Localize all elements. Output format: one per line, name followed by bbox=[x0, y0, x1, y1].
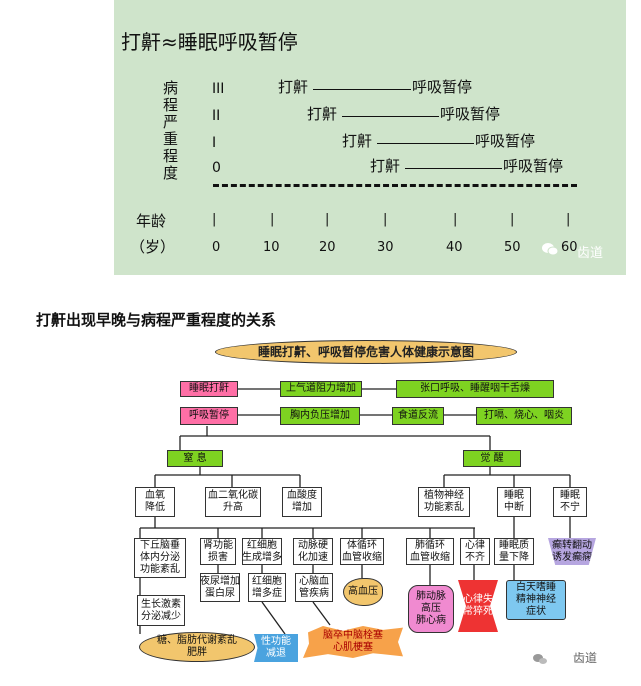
age-tick: 60 bbox=[561, 240, 578, 255]
box-acidity: 血酸度 增加 bbox=[282, 487, 322, 517]
age-tick: 50 bbox=[504, 240, 521, 255]
box-arrhythmia: 心律 不齐 bbox=[460, 538, 490, 565]
level-label: II bbox=[212, 108, 221, 124]
box-atherosclerosis: 动脉硬 化加速 bbox=[293, 538, 333, 565]
tick-mark: | bbox=[510, 212, 515, 227]
box-thoracic-pressure: 胸内负压增加 bbox=[280, 407, 360, 425]
box-sleep-quality: 睡眠质 量下降 bbox=[494, 538, 534, 565]
level-label: III bbox=[212, 81, 225, 97]
caption: 打鼾出现早晚与病程严重程度的关系 bbox=[36, 311, 277, 329]
age-tick: 0 bbox=[212, 240, 221, 255]
progress-line bbox=[313, 89, 411, 90]
box-arousal: 觉 醒 bbox=[463, 450, 521, 467]
snore-label: 打鼾 bbox=[307, 105, 338, 123]
watermark: 齿道 bbox=[573, 651, 598, 665]
tick-mark: | bbox=[212, 212, 217, 227]
axis-line bbox=[213, 184, 577, 187]
box-snoring: 睡眠打鼾 bbox=[180, 381, 238, 397]
box-sleep-interrupt: 睡眠 中断 bbox=[497, 487, 531, 517]
box-nocturia: 夜尿增加 蛋白尿 bbox=[200, 573, 240, 602]
progress-line bbox=[377, 143, 474, 144]
box-asphyxia: 窒 息 bbox=[167, 450, 223, 467]
box-reflux: 食道反流 bbox=[392, 407, 444, 425]
snore-label: 打鼾 bbox=[342, 132, 373, 150]
box-cardio: 心脑血 管疾病 bbox=[295, 573, 333, 602]
tick-mark: | bbox=[325, 212, 330, 227]
box-oxygen: 血氧 降低 bbox=[135, 487, 175, 517]
tick-mark: | bbox=[453, 212, 458, 227]
age-tick: 20 bbox=[319, 240, 336, 255]
watermark: 齿道 bbox=[577, 246, 604, 261]
box-mouth-breathing: 张口呼吸、睡醒咽干舌燥 bbox=[396, 380, 554, 398]
y-char: 程 bbox=[163, 147, 179, 165]
box-metabolism: 糖、脂肪代谢紊乱 肥胖 bbox=[139, 632, 255, 662]
age-tick: 30 bbox=[377, 240, 394, 255]
y-char: 病 bbox=[163, 79, 179, 97]
level-label: I bbox=[212, 135, 217, 151]
apnea-label: 呼吸暂停 bbox=[412, 78, 473, 96]
apnea-label: 呼吸暂停 bbox=[475, 132, 536, 150]
tick-mark: | bbox=[566, 212, 571, 227]
box-endocrine: 下丘脑垂 体内分泌 功能紊乱 bbox=[134, 538, 186, 578]
box-stroke: 脑卒中脑栓塞 心肌梗塞 bbox=[303, 626, 403, 658]
box-kidney: 肾功能 损害 bbox=[200, 538, 236, 565]
box-pulmonary-hypertension: 肺动脉 高压 肺心病 bbox=[408, 585, 454, 633]
box-epilepsy: 癫转翻动 诱发癫痫 bbox=[548, 538, 596, 565]
box-sexual-function: 性功能 减退 bbox=[254, 634, 298, 662]
tick-mark: | bbox=[383, 212, 388, 227]
box-growth-hormone: 生长激素 分泌减少 bbox=[137, 595, 185, 626]
y-char: 度 bbox=[163, 164, 179, 182]
snore-label: 打鼾 bbox=[278, 78, 309, 96]
snore-label: 打鼾 bbox=[370, 157, 401, 175]
age-unit: （岁） bbox=[130, 238, 176, 256]
y-axis-label: 病 程 严 重 程 度 bbox=[163, 80, 183, 182]
tick-mark: | bbox=[270, 212, 275, 227]
panel-title: 打鼾≈睡眠呼吸暂停 bbox=[121, 30, 298, 54]
box-airway-resistance: 上气道阻力增加 bbox=[280, 381, 362, 397]
progress-line bbox=[405, 168, 502, 169]
y-char: 重 bbox=[163, 130, 179, 148]
box-rbc: 红细胞 生成增多 bbox=[242, 538, 282, 565]
age-label: 年龄 bbox=[136, 212, 167, 230]
apnea-label: 呼吸暂停 bbox=[503, 157, 564, 175]
box-polycythemia: 红细胞 增多症 bbox=[248, 573, 286, 602]
progress-line bbox=[342, 116, 439, 117]
diagram-title: 睡眠打鼾、呼吸暂停危害人体健康示意图 bbox=[215, 340, 517, 364]
age-tick: 10 bbox=[263, 240, 280, 255]
apnea-label: 呼吸暂停 bbox=[440, 105, 501, 123]
box-co2: 血二氧化碳 升高 bbox=[205, 487, 261, 517]
box-pulmonary-vaso: 肺循环 血管收缩 bbox=[406, 538, 454, 565]
box-restless: 睡眠 不宁 bbox=[553, 487, 587, 517]
y-char: 严 bbox=[163, 113, 179, 131]
age-tick: 40 bbox=[446, 240, 463, 255]
chart-panel bbox=[114, 0, 626, 275]
wechat-icon bbox=[533, 650, 547, 664]
y-char: 程 bbox=[163, 96, 179, 114]
box-apnea: 呼吸暂停 bbox=[180, 407, 238, 425]
box-hiccup: 打嗝、烧心、咽炎 bbox=[476, 407, 572, 425]
box-systemic-vaso: 体循环 血管收缩 bbox=[340, 538, 384, 565]
box-autonomic: 植物神经 功能紊乱 bbox=[418, 487, 470, 517]
box-daytime-sleepiness: 白天嗜睡 精神神经 症状 bbox=[506, 580, 566, 620]
box-hypertension: 高血压 bbox=[343, 578, 383, 606]
level-label: 0 bbox=[212, 160, 221, 176]
